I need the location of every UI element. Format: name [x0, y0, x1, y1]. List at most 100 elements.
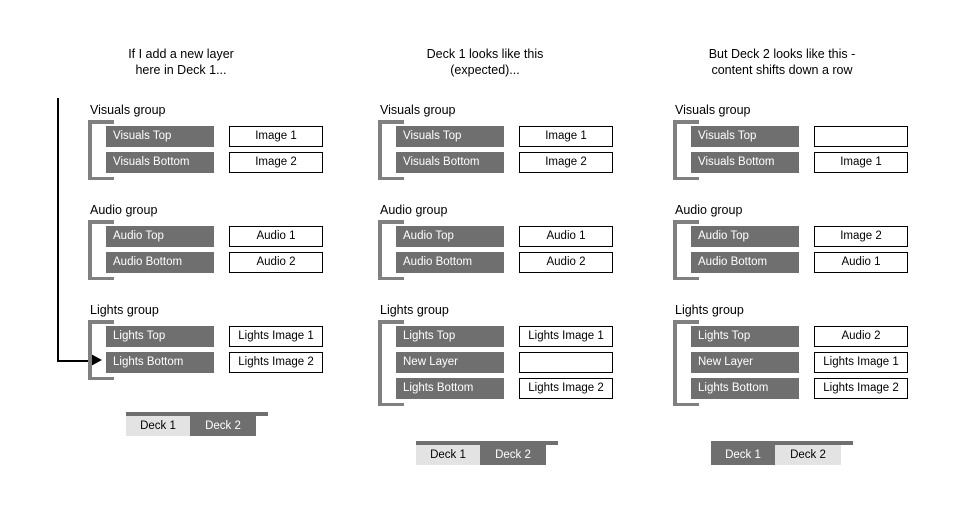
layer-name-chip[interactable]: Audio Top: [396, 226, 504, 247]
layer-content-box[interactable]: Lights Image 1: [814, 352, 908, 373]
group-label: Audio group: [675, 203, 743, 217]
bracket-spine: [378, 320, 382, 406]
layer-name-chip[interactable]: Visuals Bottom: [691, 152, 799, 173]
deck-tab-deck-1[interactable]: Deck 1: [416, 445, 480, 465]
layer-content-box[interactable]: [519, 352, 613, 373]
group-label: Lights group: [380, 303, 449, 317]
group-label: Audio group: [380, 203, 448, 217]
layer-name-chip[interactable]: Lights Top: [691, 326, 799, 347]
bracket-bottom-stub: [673, 176, 699, 180]
group-rows: Visuals Top Image 1 Visuals Bottom Image 2: [378, 120, 620, 180]
layer-content-box[interactable]: Image 1: [229, 126, 323, 147]
panel-2: Deck 1 looks like this (expected)...Visu…: [330, 0, 620, 510]
bracket-bottom-stub: [88, 176, 114, 180]
layer-content-box[interactable]: Image 1: [814, 152, 908, 173]
deck-tab-deck-1[interactable]: Deck 1: [126, 416, 190, 436]
group-rows: Lights Top Audio 2 New Layer Lights Image 1…: [673, 320, 915, 406]
layer-content-box[interactable]: Audio 2: [229, 252, 323, 273]
layer-row: Visuals Top: [691, 126, 915, 147]
bracket-top-stub: [673, 120, 699, 124]
layer-row: Visuals Top Image 1: [396, 126, 620, 147]
layer-name-chip[interactable]: Lights Bottom: [396, 378, 504, 399]
layer-row: New Layer: [396, 352, 620, 373]
deck-tab-deck-2[interactable]: Deck 2: [190, 416, 256, 436]
group-rows: Audio Top Audio 1 Audio Bottom Audio 2: [88, 220, 330, 280]
layer-row: Lights Bottom Lights Image 2: [396, 378, 620, 399]
layer-content-box[interactable]: [814, 126, 908, 147]
layer-row: Audio Top Image 2: [691, 226, 915, 247]
bracket-bottom-stub: [88, 376, 114, 380]
layer-name-chip[interactable]: Lights Bottom: [106, 352, 214, 373]
layer-name-chip[interactable]: Lights Bottom: [691, 378, 799, 399]
deck-tab-deck-2[interactable]: Deck 2: [775, 445, 841, 465]
layer-content-box[interactable]: Image 2: [229, 152, 323, 173]
layer-content-box[interactable]: Lights Image 1: [519, 326, 613, 347]
bracket-top-stub: [88, 220, 114, 224]
layer-content-box[interactable]: Lights Image 2: [814, 378, 908, 399]
deck-tab-deck-1[interactable]: Deck 1: [711, 445, 775, 465]
layer-name-chip[interactable]: Visuals Top: [691, 126, 799, 147]
deck-tab-bar-rail: [126, 412, 268, 416]
layer-name-chip[interactable]: Lights Top: [396, 326, 504, 347]
group-rows: Audio Top Audio 1 Audio Bottom Audio 2: [378, 220, 620, 280]
deck-tab-deck-2[interactable]: Deck 2: [480, 445, 546, 465]
bracket-top-stub: [673, 220, 699, 224]
panel-3: But Deck 2 looks like this - content shi…: [625, 0, 915, 510]
layer-name-chip[interactable]: Visuals Bottom: [396, 152, 504, 173]
layer-row: Lights Bottom Lights Image 2: [106, 352, 330, 373]
bracket-bottom-stub: [673, 402, 699, 406]
layer-name-chip[interactable]: Visuals Top: [106, 126, 214, 147]
layer-content-box[interactable]: Audio 2: [519, 252, 613, 273]
layer-name-chip[interactable]: Audio Top: [691, 226, 799, 247]
layer-name-chip[interactable]: Audio Top: [106, 226, 214, 247]
bracket-spine: [88, 220, 92, 280]
layer-name-chip[interactable]: New Layer: [691, 352, 799, 373]
layer-content-box[interactable]: Lights Image 1: [229, 326, 323, 347]
bracket-spine: [378, 220, 382, 280]
layer-name-chip[interactable]: Audio Bottom: [396, 252, 504, 273]
bracket-bottom-stub: [378, 176, 404, 180]
layer-row: Lights Top Lights Image 1: [396, 326, 620, 347]
layer-content-box[interactable]: Image 1: [519, 126, 613, 147]
panel-caption: If I add a new layer here in Deck 1...: [128, 47, 234, 77]
layer-content-box[interactable]: Image 2: [519, 152, 613, 173]
layer-row: New Layer Lights Image 1: [691, 352, 915, 373]
group-label: Audio group: [90, 203, 158, 217]
layer-content-box[interactable]: Audio 1: [229, 226, 323, 247]
bracket-spine: [673, 320, 677, 406]
bracket-top-stub: [88, 320, 114, 324]
layer-content-box[interactable]: Lights Image 2: [519, 378, 613, 399]
bracket-top-stub: [378, 120, 404, 124]
layer-content-box[interactable]: Image 2: [814, 226, 908, 247]
bracket-top-stub: [378, 320, 404, 324]
layer-name-chip[interactable]: Visuals Bottom: [106, 152, 214, 173]
group-label: Visuals group: [380, 103, 456, 117]
layer-name-chip[interactable]: New Layer: [396, 352, 504, 373]
panel-caption: But Deck 2 looks like this - content shi…: [708, 47, 856, 77]
panel-1: If I add a new layer here in Deck 1... Vi…: [40, 0, 330, 510]
layer-content-box[interactable]: Lights Image 2: [229, 352, 323, 373]
layer-name-chip[interactable]: Audio Bottom: [691, 252, 799, 273]
deck-tab-bar-rail: [711, 441, 853, 445]
layer-content-box[interactable]: Audio 2: [814, 326, 908, 347]
layer-name-chip[interactable]: Lights Top: [106, 326, 214, 347]
layer-name-chip[interactable]: Audio Bottom: [106, 252, 214, 273]
bracket-top-stub: [673, 320, 699, 324]
layer-content-box[interactable]: Audio 1: [814, 252, 908, 273]
bracket-spine: [673, 120, 677, 180]
layer-content-box[interactable]: Audio 1: [519, 226, 613, 247]
layer-name-chip[interactable]: Visuals Top: [396, 126, 504, 147]
